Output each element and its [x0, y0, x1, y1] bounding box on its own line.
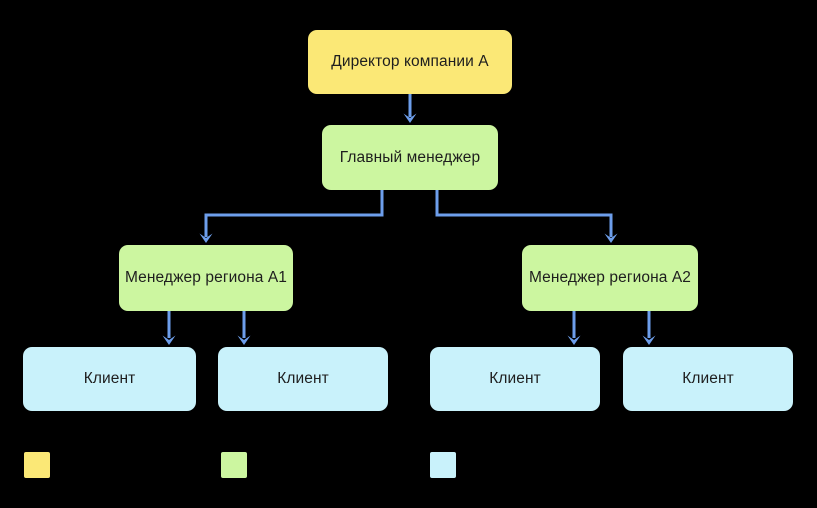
- arrowhead-icon: [567, 335, 581, 345]
- node-label: Клиент: [83, 370, 136, 387]
- node-manager-region-a1: Менеджер региона А1: [119, 245, 293, 311]
- node-label: Главный менеджер: [339, 148, 481, 166]
- legend-swatch-blue: [430, 452, 456, 478]
- connector-arrowheads: [162, 113, 656, 345]
- arrowhead-icon: [403, 113, 417, 123]
- arrowhead-icon: [237, 335, 251, 345]
- node-label: Клиент: [489, 370, 541, 387]
- node-label: Клиент: [277, 370, 329, 387]
- node-client-3: Клиент: [430, 347, 600, 411]
- node-label: Менеджер региона А1: [124, 269, 288, 286]
- legend-swatch-green: [221, 452, 247, 478]
- connector-lines: [167, 94, 651, 338]
- node-client-1: Клиент: [23, 347, 196, 411]
- node-director: Директор компании А: [308, 30, 512, 94]
- node-label: Клиент: [682, 370, 734, 387]
- arrowhead-icon: [162, 335, 176, 345]
- connector-chief-to-manager-a1: [204, 190, 384, 237]
- legend-swatch-yellow: [24, 452, 50, 478]
- node-client-2: Клиент: [218, 347, 388, 411]
- arrowhead-icon: [199, 233, 213, 243]
- connector-chief-to-manager-a2: [435, 190, 613, 237]
- arrowhead-icon: [604, 233, 618, 243]
- node-client-4: Клиент: [623, 347, 793, 411]
- node-manager-region-a2: Менеджер региона А2: [522, 245, 698, 311]
- node-label: Директор компании А: [331, 53, 489, 70]
- node-chief-manager: Главный менеджер: [322, 125, 498, 190]
- arrowhead-icon: [642, 335, 656, 345]
- node-label: Менеджер региона А2: [528, 269, 692, 286]
